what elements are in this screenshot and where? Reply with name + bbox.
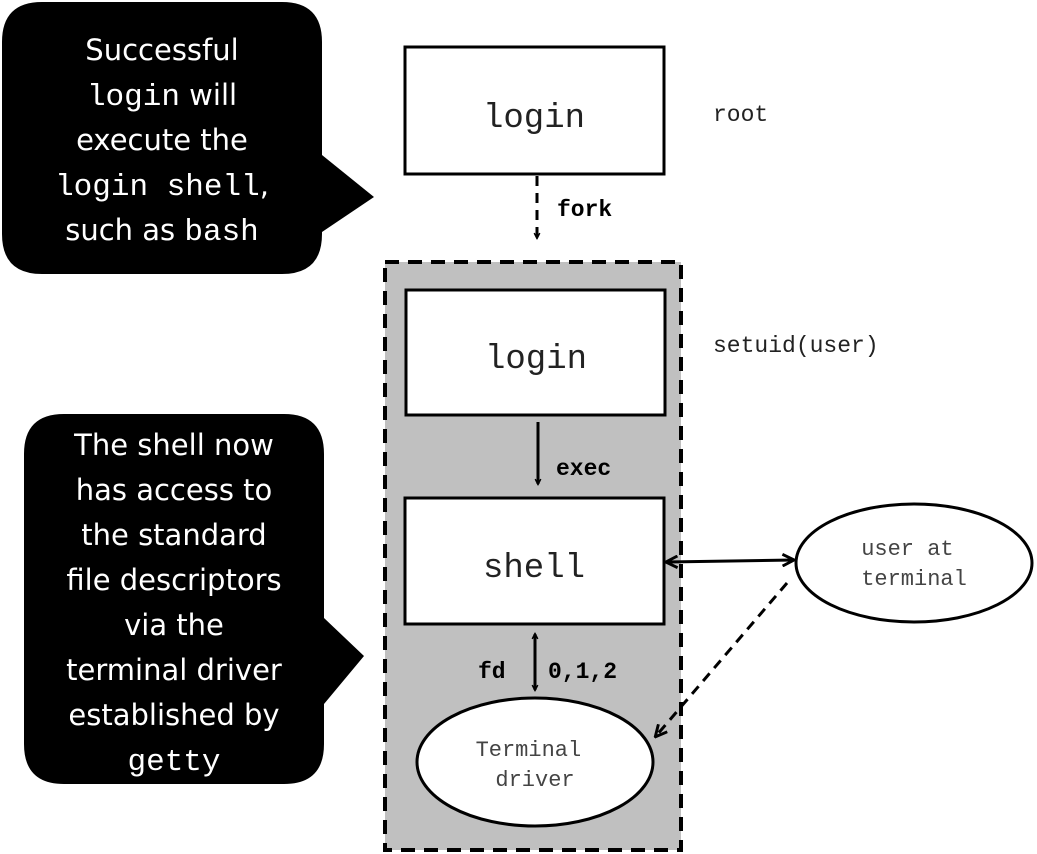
callout-top-run: , [260, 168, 269, 202]
callout-bottom-run: getty [127, 745, 220, 780]
callout-bottom-run: established by [68, 698, 279, 732]
callout-bottom-shape [24, 414, 364, 784]
terminal-driver-label-line2: driver [495, 768, 574, 793]
user-terminal-node: user at terminal [794, 502, 1034, 624]
callout-bottom: The shell now has access to the standard fi… [24, 414, 364, 784]
shell-label: shell [483, 550, 585, 588]
callout-bottom-run: via the [124, 608, 224, 642]
fork-label: fork [557, 197, 612, 223]
terminal-driver-node: Terminal driver [415, 696, 655, 828]
callout-top-run: will [180, 78, 237, 112]
callout-top-run: such as [65, 213, 184, 247]
login-user-node: login [404, 288, 667, 417]
callout-top-shape [2, 2, 374, 274]
login-root-node: login [403, 45, 666, 176]
callout-top: Successful login will execute the login she… [2, 2, 374, 274]
login-user-label: login [485, 341, 587, 379]
callout-bottom-run: terminal driver [66, 653, 282, 687]
callout-top-run: execute the [76, 123, 248, 157]
callout-bottom-run: has access to [76, 473, 273, 507]
svg-text:Terminal driver: Terminal driver [476, 738, 595, 793]
exec-label: exec [556, 456, 611, 482]
callout-bottom-run: the standard [81, 518, 266, 552]
terminal-driver-label-line1: Terminal [476, 738, 582, 763]
callout-top-run: Successful [85, 33, 238, 67]
login-root-label: login [483, 100, 585, 138]
callout-top-run: login shell [55, 170, 260, 205]
fd-label: fd [478, 659, 506, 685]
callout-bottom-run: file descriptors [66, 563, 281, 597]
shell-node: shell [403, 496, 666, 626]
setuid-label: setuid(user) [713, 333, 879, 359]
root-label: root [713, 102, 768, 128]
user-terminal-label-line1: user at [861, 537, 953, 562]
svg-text:user at terminal: user at terminal [861, 537, 967, 592]
callout-top-run: login [87, 80, 180, 115]
callout-bottom-text: The shell now has access to the standard fi… [66, 428, 282, 780]
fd-numbers-label: 0,1,2 [548, 659, 617, 685]
callout-top-text: Successful login will execute the login she… [55, 33, 269, 250]
callout-top-run: bash [184, 215, 258, 250]
shell-user-arrow [667, 560, 793, 562]
user-terminal-label-line2: terminal [861, 567, 967, 592]
callout-bottom-run: The shell now [73, 428, 274, 462]
